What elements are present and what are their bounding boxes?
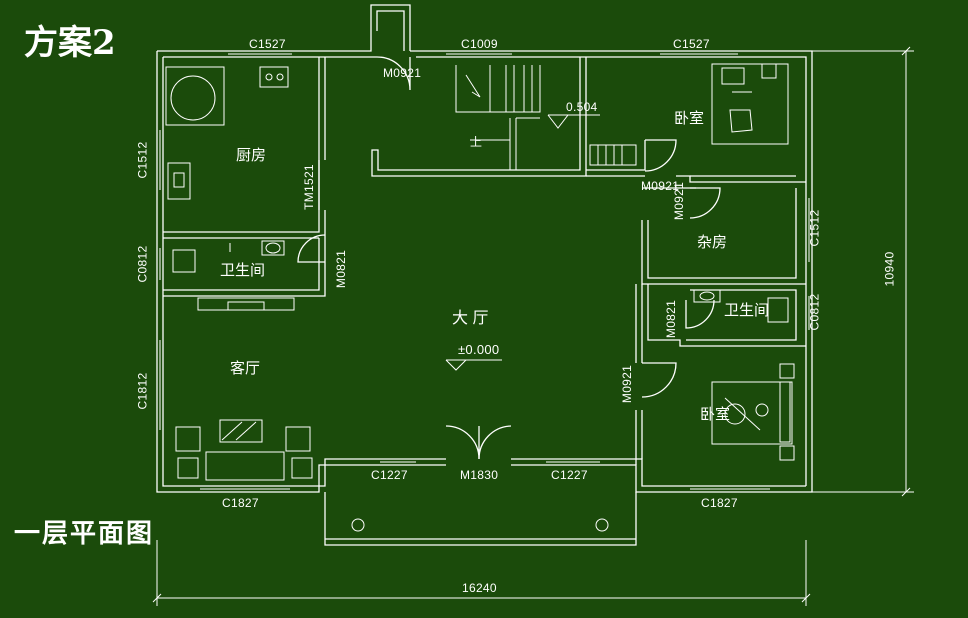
exterior-walls xyxy=(156,31,813,493)
hall-level: ±0.000 xyxy=(458,342,500,357)
room-label-kitchen: 厨房 xyxy=(236,147,267,164)
dimension-total-depth: 10940 xyxy=(882,251,897,287)
door-label-entrance: M1830 xyxy=(460,468,499,482)
window-label-bedroom-bottom: C1827 xyxy=(701,496,738,510)
door-label-bath-right: M0821 xyxy=(664,299,679,339)
door-label-storage: M0921 xyxy=(672,181,687,221)
dimension-lines xyxy=(152,46,914,606)
window-label-living-left: C1812 xyxy=(135,372,150,410)
door-label-bedroom-top: M0921 xyxy=(641,179,680,193)
fixtures xyxy=(165,63,795,532)
level-marker xyxy=(445,359,502,371)
floor-title: 一层平面图 xyxy=(14,519,155,549)
room-label-storage: 杂房 xyxy=(697,234,728,251)
room-label-bedroom-top: 卧室 xyxy=(674,110,705,127)
dimension-total-width: 16240 xyxy=(462,581,497,595)
window-label-bedroom-top: C1527 xyxy=(673,37,710,51)
window-label-storage-right: C1512 xyxy=(807,209,822,247)
room-label-bedroom-bottom: 卧室 xyxy=(700,406,731,423)
scheme-title: 方案2 xyxy=(24,23,116,63)
window-marks xyxy=(159,53,810,490)
window-label-kitchen-left: C1512 xyxy=(135,141,150,179)
window-label-bath-left: C0812 xyxy=(135,245,150,283)
room-label-bath-left: 卫生间 xyxy=(220,262,266,279)
stair-up-label: 上 xyxy=(470,135,483,149)
room-label-bath-right: 卫生间 xyxy=(724,302,770,319)
door-swings xyxy=(297,56,721,460)
stair-level: 0.504 xyxy=(566,100,598,114)
stair-bump xyxy=(370,4,411,51)
window-label-hall-bottom-right: C1227 xyxy=(551,468,588,482)
window-label-stair-top: C1009 xyxy=(461,37,498,51)
window-label-living-bottom: C1827 xyxy=(222,496,259,510)
window-label-bath-right: C0812 xyxy=(807,293,822,331)
door-label-stair: M0921 xyxy=(383,66,422,80)
door-label-kitchen: TM1521 xyxy=(301,164,316,210)
window-label-hall-bottom-left: C1227 xyxy=(371,468,408,482)
staircase xyxy=(455,65,600,170)
window-label-kitchen-top: C1527 xyxy=(249,37,286,51)
door-label-bedroom-bottom: M0921 xyxy=(620,364,635,404)
interior-walls xyxy=(163,57,806,465)
porch xyxy=(324,492,637,546)
room-label-hall: 大 厅 xyxy=(452,310,489,327)
door-label-bath-left: M0821 xyxy=(334,249,349,289)
room-label-living: 客厅 xyxy=(230,360,261,377)
